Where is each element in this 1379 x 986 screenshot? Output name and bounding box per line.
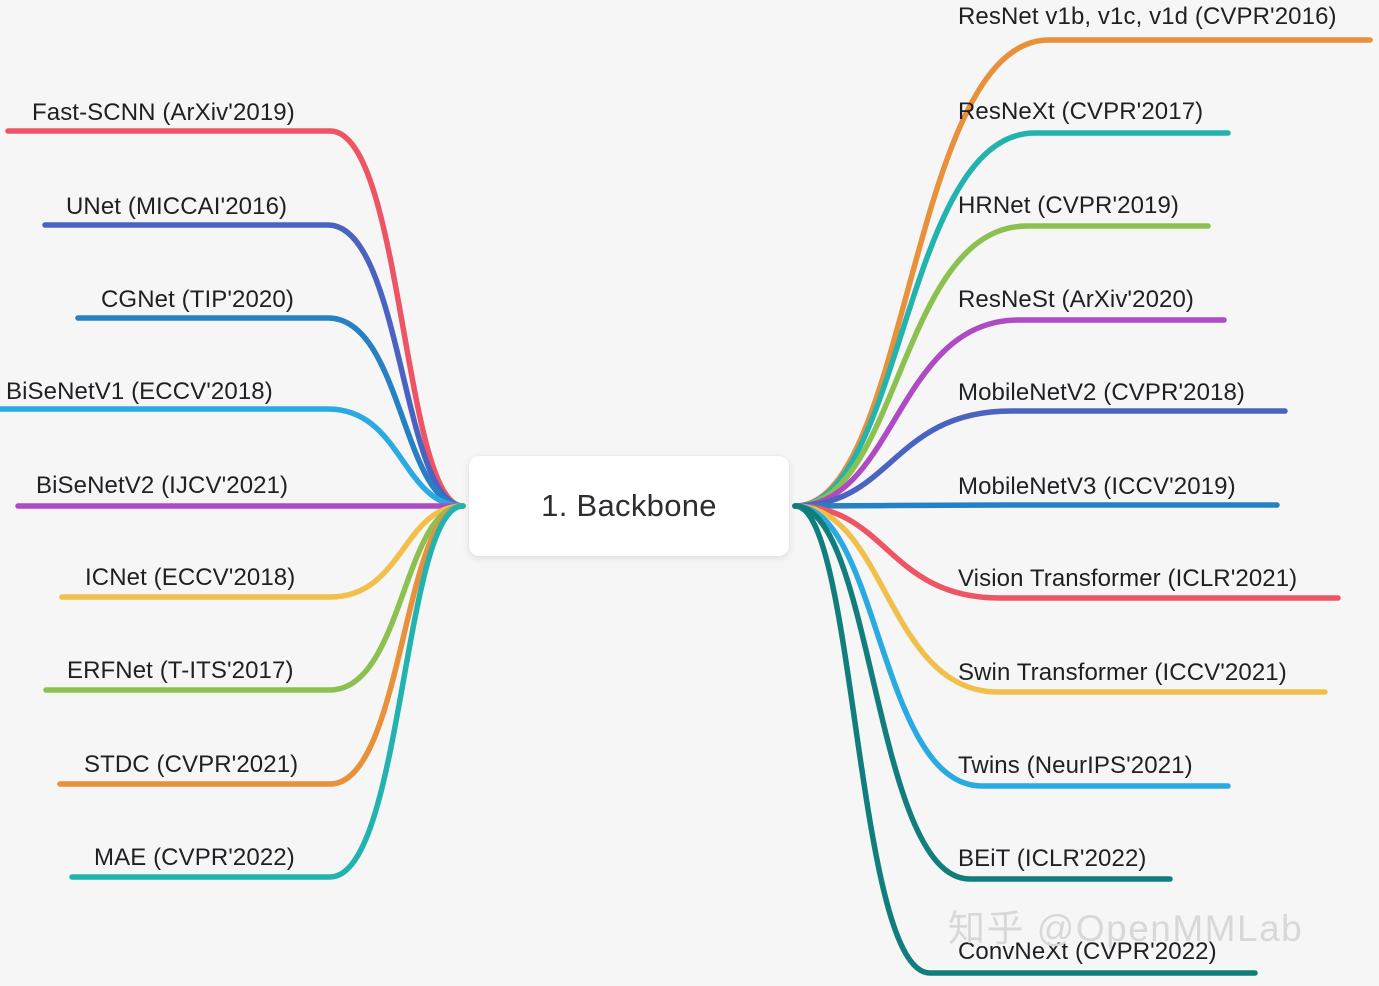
branch-label-right-2[interactable]: HRNet (CVPR'2019) [958, 192, 1180, 219]
branch-label-left-3[interactable]: BiSeNetV1 (ECCV'2018) [6, 378, 273, 405]
branch-label-right-4[interactable]: MobileNetV2 (CVPR'2018) [958, 379, 1246, 406]
branch-line-right-1[interactable] [792, 130, 1231, 509]
branch-line-right-5[interactable] [792, 502, 1280, 509]
branch-line-left-6[interactable] [43, 503, 466, 693]
branch-line-right-2[interactable] [792, 223, 1211, 509]
branch-line-left-8[interactable] [69, 503, 466, 880]
branch-label-right-5[interactable]: MobileNetV3 (ICCV'2019) [958, 473, 1236, 500]
branch-label-right-3[interactable]: ResNeSt (ArXiv'2020) [958, 286, 1194, 313]
branch-label-right-6[interactable]: Vision Transformer (ICLR'2021) [958, 565, 1298, 592]
branch-line-right-6[interactable] [792, 503, 1341, 601]
branch-line-left-3[interactable] [0, 406, 466, 509]
branch-line-right-4[interactable] [792, 408, 1288, 509]
branch-label-left-1[interactable]: UNet (MICCAI'2016) [66, 193, 288, 220]
branch-label-left-0[interactable]: Fast-SCNN (ArXiv'2019) [32, 99, 295, 126]
branch-line-right-8[interactable] [792, 503, 1231, 789]
branch-line-left-5[interactable] [59, 503, 466, 600]
branch-label-left-5[interactable]: ICNet (ECCV'2018) [85, 564, 296, 591]
branch-line-left-1[interactable] [42, 222, 466, 509]
branch-line-right-9[interactable] [792, 503, 1173, 882]
branch-label-left-4[interactable]: BiSeNetV2 (IJCV'2021) [36, 472, 289, 499]
center-node-title: 1. Backbone [541, 488, 717, 523]
branch-line-right-10[interactable] [792, 503, 1258, 976]
branch-label-right-1[interactable]: ResNeXt (CVPR'2017) [958, 98, 1204, 125]
branch-line-right-3[interactable] [792, 317, 1227, 509]
branch-label-left-2[interactable]: CGNet (TIP'2020) [101, 286, 294, 313]
branch-line-right-7[interactable] [792, 503, 1328, 695]
branch-line-left-2[interactable] [75, 315, 466, 509]
branch-line-left-0[interactable] [5, 128, 466, 509]
branch-label-right-10[interactable]: ConvNeXt (CVPR'2022) [958, 938, 1217, 965]
branch-label-right-8[interactable]: Twins (NeurIPS'2021) [958, 752, 1193, 779]
branch-label-left-6[interactable]: ERFNet (T-ITS'2017) [67, 657, 294, 684]
branch-label-right-9[interactable]: BEiT (ICLR'2022) [958, 845, 1147, 872]
branch-label-left-8[interactable]: MAE (CVPR'2022) [94, 844, 295, 871]
branch-label-left-7[interactable]: STDC (CVPR'2021) [84, 751, 299, 778]
branch-label-right-0[interactable]: ResNet v1b, v1c, v1d (CVPR'2016) [958, 3, 1337, 30]
branch-label-right-7[interactable]: Swin Transformer (ICCV'2021) [958, 659, 1287, 686]
center-node-backbone[interactable]: 1. Backbone [469, 456, 789, 556]
watermark-openmmlab: 知乎 @OpenMMLab [948, 908, 1304, 949]
